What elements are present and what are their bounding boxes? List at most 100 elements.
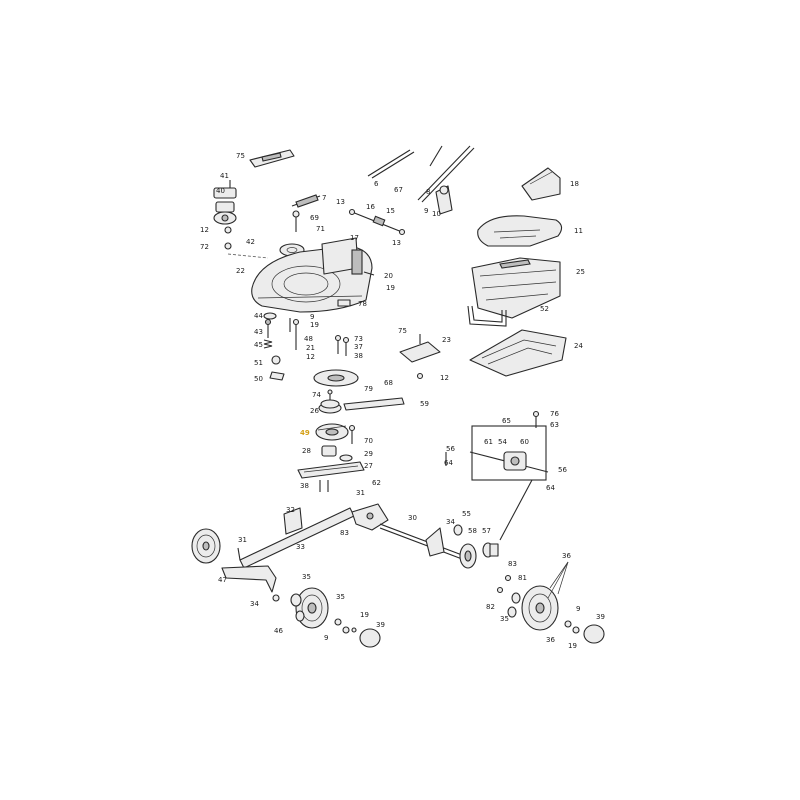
label-12a: 12 bbox=[200, 226, 209, 234]
label-72: 72 bbox=[200, 243, 209, 251]
label-28: 28 bbox=[302, 447, 311, 455]
label-31b: 31 bbox=[238, 536, 247, 544]
label-35c: 35 bbox=[500, 615, 509, 623]
label-19d: 19 bbox=[568, 642, 577, 650]
label-39b: 39 bbox=[596, 613, 605, 621]
label-68: 68 bbox=[384, 379, 393, 387]
label-18: 18 bbox=[570, 180, 579, 188]
bolts-part-38 bbox=[319, 480, 329, 492]
label-65: 65 bbox=[502, 417, 511, 425]
label-35a: 35 bbox=[302, 573, 311, 581]
label-56b: 56 bbox=[558, 466, 567, 474]
label-19b: 19 bbox=[310, 321, 319, 329]
hub-part-28 bbox=[321, 445, 337, 457]
label-37: 37 bbox=[354, 343, 363, 351]
bracket-part-17 bbox=[321, 237, 363, 275]
small-parts-left-rear bbox=[334, 618, 357, 634]
recoil-starter-part-40 bbox=[213, 180, 237, 250]
label-49: 49 bbox=[300, 429, 310, 437]
bolt-part-74 bbox=[327, 389, 333, 400]
bracket-part-62 bbox=[351, 503, 389, 531]
rear-right-wheel-part-36 bbox=[507, 561, 569, 631]
label-25: 25 bbox=[576, 268, 585, 276]
label-52: 52 bbox=[540, 305, 549, 313]
label-73: 73 bbox=[354, 335, 363, 343]
label-9c: 9 bbox=[324, 634, 328, 642]
label-70: 70 bbox=[364, 437, 373, 445]
label-57: 57 bbox=[482, 527, 491, 535]
pulley-plate-part-68 bbox=[313, 369, 359, 387]
label-82: 82 bbox=[486, 603, 495, 611]
handle-tubes-part-6 bbox=[367, 145, 475, 203]
label-58: 58 bbox=[468, 527, 477, 535]
height-lever-part-32 bbox=[283, 507, 303, 535]
label-67: 67 bbox=[394, 186, 403, 194]
label-16: 16 bbox=[366, 203, 375, 211]
label-29: 29 bbox=[364, 450, 373, 458]
collector-top-part-11 bbox=[477, 215, 563, 247]
label-27: 27 bbox=[364, 462, 373, 470]
collector-cover-part-18 bbox=[521, 167, 561, 201]
bolts-parts-73-37 bbox=[334, 334, 350, 356]
label-69: 69 bbox=[310, 214, 319, 222]
label-74: 74 bbox=[312, 391, 321, 399]
label-10: 10 bbox=[432, 210, 441, 218]
bolt-part-20 bbox=[363, 271, 375, 276]
pulley-part-26 bbox=[318, 399, 342, 414]
label-22: 22 bbox=[236, 267, 245, 275]
label-33: 33 bbox=[296, 543, 305, 551]
label-12b: 12 bbox=[306, 353, 315, 361]
spacer-part-29 bbox=[339, 454, 353, 462]
label-46: 46 bbox=[274, 627, 283, 635]
label-13a: 13 bbox=[336, 198, 345, 206]
drive-belt-part-59 bbox=[343, 397, 405, 411]
label-9a: 9 bbox=[424, 207, 428, 215]
label-13b: 13 bbox=[392, 239, 401, 247]
label-26: 26 bbox=[310, 407, 319, 415]
label-64b: 64 bbox=[546, 484, 555, 492]
label-75b: 75 bbox=[398, 327, 407, 335]
front-left-wheel bbox=[191, 528, 221, 564]
pin-parts-48-21 bbox=[289, 318, 300, 350]
gear-part-51 bbox=[271, 355, 281, 365]
label-75a: 75 bbox=[236, 152, 245, 160]
label-39a: 39 bbox=[376, 621, 385, 629]
label-7: 7 bbox=[322, 194, 326, 202]
cable-part-7 bbox=[291, 194, 321, 208]
rear-flap-part-23 bbox=[399, 334, 441, 380]
label-34b: 34 bbox=[250, 600, 259, 608]
gear-part-58 bbox=[459, 543, 477, 569]
part-labels: 75 41 40 12 72 42 7 69 71 17 22 20 19 78… bbox=[200, 152, 605, 650]
label-48: 48 bbox=[304, 335, 313, 343]
hubcap-part-39a bbox=[359, 628, 381, 648]
collector-handle-part-52 bbox=[467, 305, 507, 327]
label-83a: 83 bbox=[340, 529, 349, 537]
label-36b: 36 bbox=[546, 636, 555, 644]
label-35b: 35 bbox=[336, 593, 345, 601]
label-76: 76 bbox=[550, 410, 559, 418]
label-19a: 19 bbox=[386, 284, 395, 292]
label-60: 60 bbox=[520, 438, 529, 446]
bolt-part-43 bbox=[264, 318, 272, 338]
label-41: 41 bbox=[220, 172, 229, 180]
label-12c: 12 bbox=[440, 374, 449, 382]
label-81: 81 bbox=[518, 574, 527, 582]
label-78: 78 bbox=[358, 300, 367, 308]
label-15: 15 bbox=[386, 207, 395, 215]
label-9d: 9 bbox=[576, 605, 580, 613]
label-23: 23 bbox=[442, 336, 451, 344]
label-8: 8 bbox=[426, 188, 430, 196]
blade-adapter-part-49 bbox=[315, 423, 349, 441]
label-38a: 38 bbox=[354, 352, 363, 360]
label-83b: 83 bbox=[508, 560, 517, 568]
label-42: 42 bbox=[246, 238, 255, 246]
label-30: 30 bbox=[408, 514, 417, 522]
label-21: 21 bbox=[306, 344, 315, 352]
label-64a: 64 bbox=[444, 459, 453, 467]
label-17: 17 bbox=[350, 234, 359, 242]
gearbox-inset-box bbox=[469, 410, 549, 481]
label-24: 24 bbox=[574, 342, 583, 350]
axle-part-30 bbox=[379, 523, 471, 563]
label-11: 11 bbox=[574, 227, 583, 235]
pinion-part-57 bbox=[482, 542, 499, 558]
